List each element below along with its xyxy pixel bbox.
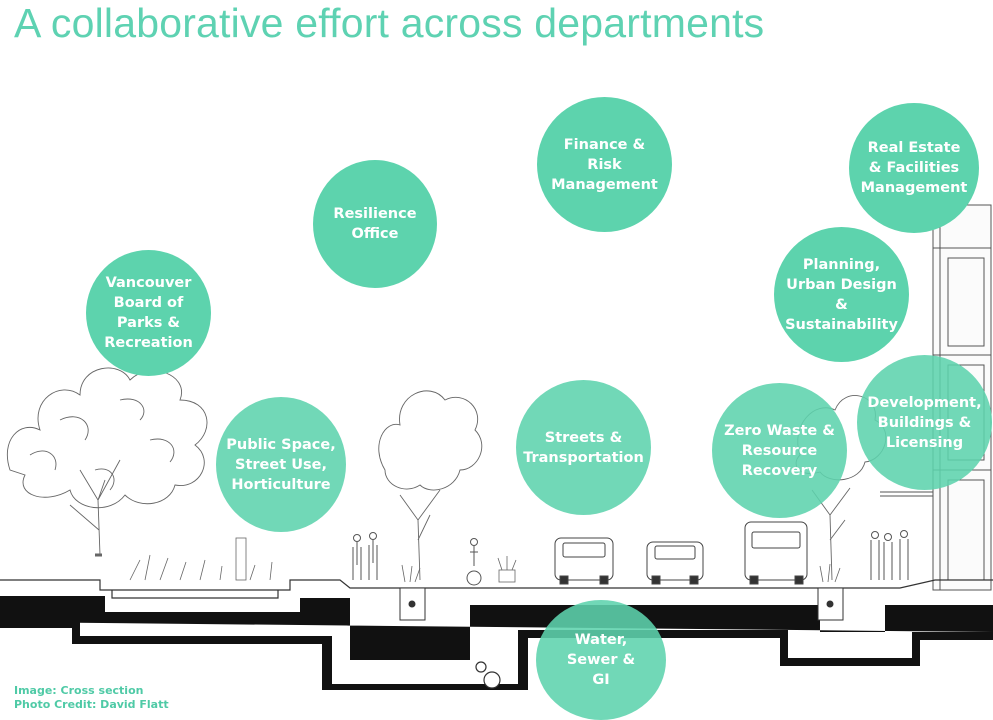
photo-credit: Photo Credit: David Flatt	[14, 698, 169, 711]
image-credits: Image: Cross section Photo Credit: David…	[14, 684, 169, 712]
bubble-label: Zero Waste & Resource Recovery	[724, 422, 835, 479]
bubble-parks: Vancouver Board of Parks & Recreation	[86, 250, 211, 376]
bubble-label: Planning, Urban Design & Sustainability	[785, 256, 898, 333]
vehicles	[554, 521, 808, 585]
image-caption: Image: Cross section	[14, 684, 144, 697]
underground-structure	[0, 596, 993, 720]
tree-pits	[399, 587, 844, 621]
bubble-water: Water, Sewer & GI	[536, 600, 666, 720]
bubble-resilience: Resilience Office	[313, 160, 437, 288]
water-bubbles	[475, 661, 501, 689]
bubble-public-space: Public Space, Street Use, Horticulture	[216, 397, 346, 532]
tree-left	[6, 367, 208, 557]
bubble-real-estate: Real Estate & Facilities Management	[849, 103, 979, 233]
bubble-label: Public Space, Street Use, Horticulture	[226, 436, 336, 493]
pedestrians	[352, 530, 909, 586]
bubble-zero-waste: Zero Waste & Resource Recovery	[712, 383, 847, 518]
bubble-label: Vancouver Board of Parks & Recreation	[104, 275, 193, 351]
bubble-finance: Finance & Risk Management	[537, 97, 672, 232]
bubble-development: Development, Buildings & Licensing	[857, 355, 992, 490]
bubble-streets: Streets & Transportation	[516, 380, 651, 515]
bubble-label: Streets & Transportation	[523, 429, 644, 466]
page-title: A collaborative effort across department…	[14, 0, 765, 46]
tree-middle	[378, 390, 483, 581]
bubble-label: Resilience Office	[333, 206, 417, 242]
bubble-label: Real Estate & Facilities Management	[860, 140, 968, 196]
plants	[129, 537, 841, 583]
ground-surface	[0, 579, 993, 599]
soil-layer	[0, 620, 993, 690]
bubble-label: Development, Buildings & Licensing	[867, 394, 982, 451]
bubble-label: Water, Sewer & GI	[566, 632, 636, 688]
bubble-label: Finance & Risk Management	[551, 136, 658, 193]
bubble-planning: Planning, Urban Design & Sustainability	[774, 227, 909, 362]
